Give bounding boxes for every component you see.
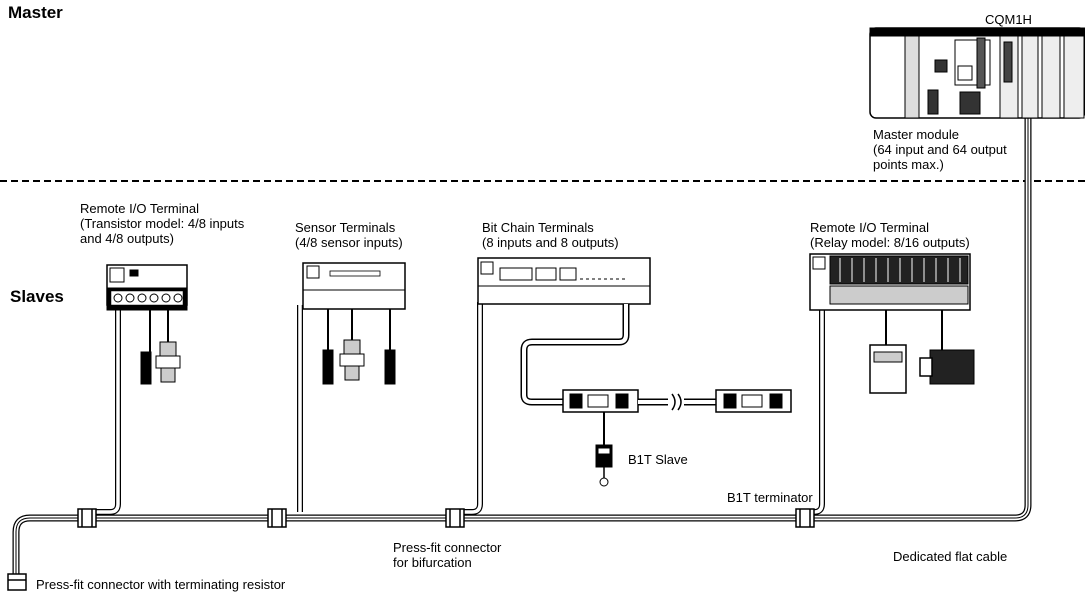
terminating-resistor-label: Press-fit connector with terminating res… xyxy=(36,577,286,592)
master-module-label: Master module (64 input and 64 output po… xyxy=(873,127,1007,172)
b1t-slave-label: B1T Slave xyxy=(628,452,688,467)
cqm1h-plc xyxy=(869,27,1085,119)
terminating-resistor-connector xyxy=(7,573,27,591)
remote-io-relay-label: Remote I/O Terminal (Relay model: 8/16 o… xyxy=(810,220,970,250)
slaves-section-title: Slaves xyxy=(10,287,64,306)
b1t-terminator-label: B1T terminator xyxy=(727,490,813,505)
remote-io-transistor-unit xyxy=(106,264,188,385)
sensor-terminals-unit xyxy=(302,262,406,385)
remote-io-transistor-label: Remote I/O Terminal (Transistor model: 4… xyxy=(80,201,245,246)
flat-cable-bus xyxy=(12,118,1032,578)
sensor-terminals-label: Sensor Terminals (4/8 sensor inputs) xyxy=(295,220,403,250)
drop-cables xyxy=(90,302,825,515)
remote-io-relay-unit xyxy=(809,253,975,394)
flat-cable-label: Dedicated flat cable xyxy=(893,549,1008,564)
press-fit-connectors xyxy=(77,508,815,528)
bit-chain-terminals-label: Bit Chain Terminals (8 inputs and 8 outp… xyxy=(482,220,619,250)
master-section-title: Master xyxy=(8,3,63,22)
bifurcation-connector-label: Press-fit connector for bifurcation xyxy=(393,540,502,570)
bit-chain-terminals-unit xyxy=(477,257,792,487)
plc-label: CQM1H xyxy=(985,12,1032,27)
